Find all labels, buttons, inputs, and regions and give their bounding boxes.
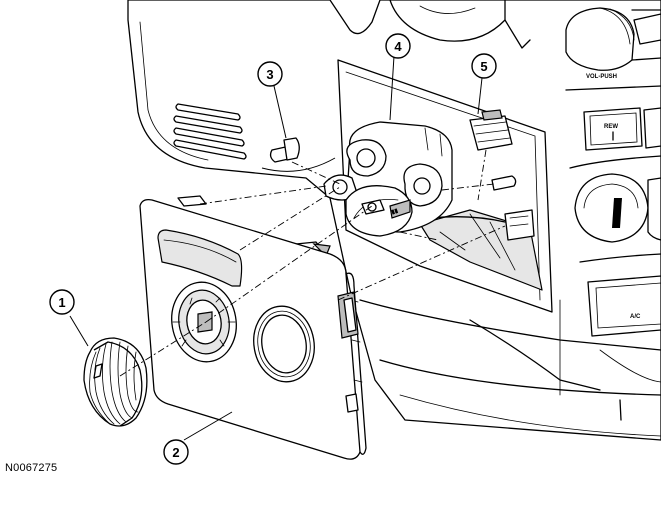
callout-4: 4 <box>385 33 411 59</box>
rew-label: REW <box>604 124 618 130</box>
blank-button-ring <box>253 305 315 383</box>
part-2-bezel-panel <box>139 195 367 460</box>
callout-1: 1 <box>49 289 75 315</box>
svg-text:4: 4 <box>394 39 402 54</box>
svg-text:3: 3 <box>266 67 273 82</box>
radio-rew-button: REW <box>583 107 661 151</box>
climate-ac-button: A/C <box>587 275 661 337</box>
assembly-center-lines <box>119 149 506 377</box>
svg-text:1: 1 <box>58 295 65 310</box>
vent-grille <box>173 103 247 160</box>
part-1-control-knob <box>69 315 148 427</box>
climate-knobs <box>574 173 661 243</box>
svg-text:5: 5 <box>480 59 487 74</box>
ac-label: A/C <box>630 314 641 320</box>
radio-volume-knob: VOL-PUSH <box>565 7 661 80</box>
part-4-switch-assembly: ▮▮ <box>323 55 453 237</box>
callout-3: 3 <box>257 61 287 139</box>
knob-bezel-ring <box>171 281 237 363</box>
callout-2: 2 <box>163 439 189 465</box>
part-3-screw <box>261 137 336 172</box>
callout-5: 5 <box>471 53 497 115</box>
vol-push-label: VOL-PUSH <box>586 74 617 80</box>
svg-text:▮▮: ▮▮ <box>391 208 399 216</box>
figure-reference-code: N0067275 <box>5 462 58 474</box>
part-5-electrical-connector <box>469 109 513 151</box>
svg-text:2: 2 <box>172 445 179 460</box>
